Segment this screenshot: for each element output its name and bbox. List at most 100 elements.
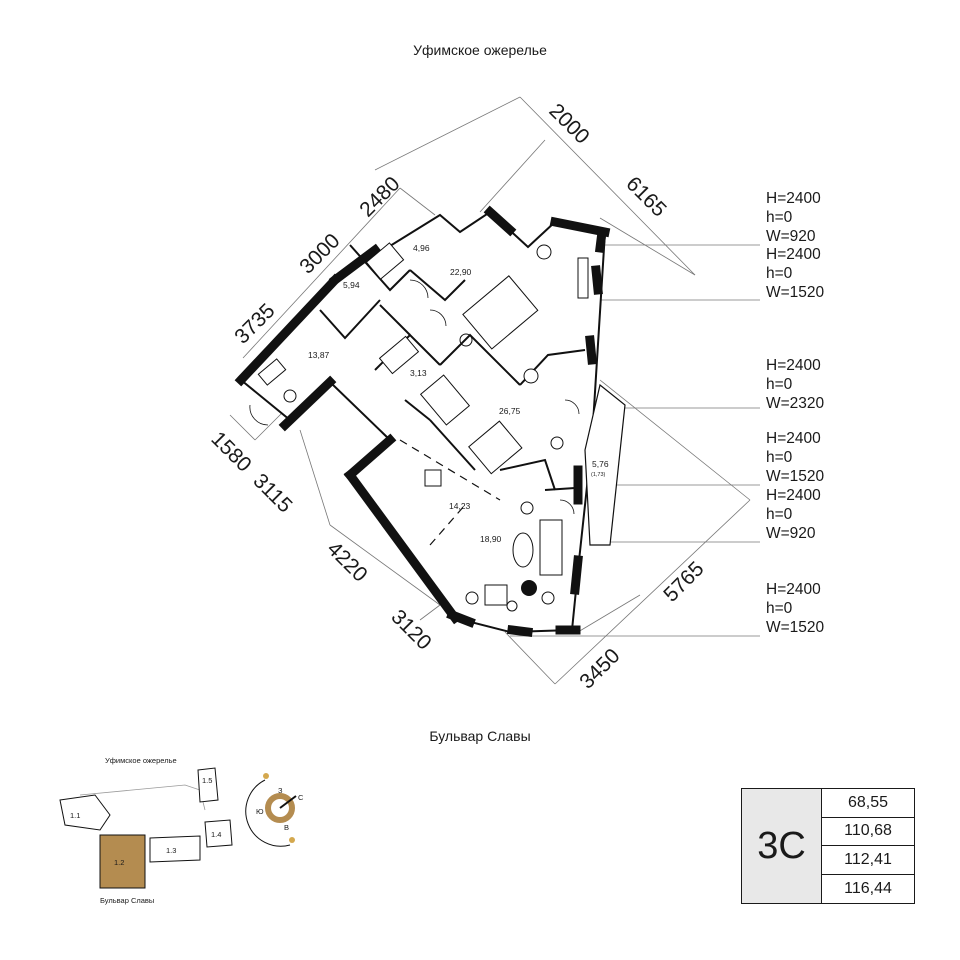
sofa-bed bbox=[468, 420, 523, 475]
window-sill: h=0 bbox=[766, 506, 793, 523]
siteplan-street-top: Уфимское ожерелье bbox=[105, 756, 177, 765]
dim-3120: 3120 bbox=[386, 605, 435, 654]
dim-3000: 3000 bbox=[295, 229, 344, 278]
compass-south: Ю bbox=[256, 807, 264, 816]
bed bbox=[462, 275, 539, 350]
window-width: W=1520 bbox=[766, 619, 825, 636]
sun-path bbox=[245, 779, 291, 847]
compass-icon bbox=[265, 793, 295, 823]
window-height: H=2400 bbox=[766, 430, 821, 447]
room-labels: 4,96 22,90 5,94 13,87 3,13 26,75 5,76 (1… bbox=[308, 243, 609, 544]
walls bbox=[234, 205, 611, 638]
window-spec-4: H=2400 h=0 W=1520 bbox=[766, 429, 824, 486]
area-total-with-balcony: 116,44 bbox=[844, 880, 892, 898]
coffee-table bbox=[512, 532, 534, 568]
storage-shelves bbox=[378, 335, 420, 375]
dim-3450: 3450 bbox=[575, 644, 624, 693]
window-width: W=920 bbox=[766, 228, 816, 245]
dim-4220: 4220 bbox=[322, 537, 371, 586]
building-label: 1.2 bbox=[114, 858, 124, 867]
furniture bbox=[257, 242, 589, 612]
plant-icon bbox=[465, 591, 479, 605]
window-spec-5: H=2400 h=0 W=920 bbox=[766, 486, 821, 543]
window-sill: h=0 bbox=[766, 449, 793, 466]
room-area-kitchen: 14,23 bbox=[449, 501, 471, 511]
sun-icon bbox=[263, 773, 269, 779]
armchair bbox=[419, 374, 471, 426]
window-spec-1: H=2400 h=0 W=920 bbox=[766, 189, 821, 246]
desk bbox=[577, 257, 589, 299]
building-label: 1.1 bbox=[70, 811, 80, 820]
room-area-balcony: 5,76 bbox=[592, 459, 609, 469]
apartment-type: 3С bbox=[742, 789, 822, 903]
room-area-lounge: 18,90 bbox=[480, 534, 502, 544]
round-mat bbox=[283, 389, 297, 403]
dim-6165: 6165 bbox=[621, 172, 670, 221]
room-area-bathroom-1: 4,96 bbox=[413, 243, 430, 253]
zone-divider bbox=[399, 439, 501, 501]
zone-divider-2 bbox=[429, 504, 466, 546]
room-area-living-room: 26,75 bbox=[499, 406, 521, 416]
compass-west: З bbox=[278, 786, 283, 795]
plants bbox=[459, 333, 534, 605]
building-1-5 bbox=[197, 767, 219, 803]
apartment-area-table: 3С 68,55 110,68 112,41 116,44 bbox=[741, 788, 915, 904]
balcony bbox=[584, 383, 626, 546]
building-1-3 bbox=[149, 835, 201, 863]
round-chair-2 bbox=[523, 368, 539, 384]
compass-needle bbox=[279, 795, 297, 809]
street-top-label: Уфимское ожерелье bbox=[413, 42, 547, 58]
window-width: W=920 bbox=[766, 525, 816, 542]
building-label: 1.3 bbox=[166, 846, 176, 855]
window-spec-6: H=2400 h=0 W=1520 bbox=[766, 580, 824, 637]
sun-icon bbox=[289, 837, 295, 843]
building-label: 1.4 bbox=[211, 830, 221, 839]
dim-3115: 3115 bbox=[248, 469, 296, 517]
window-width: W=2320 bbox=[766, 395, 825, 412]
room-area-bedroom: 22,90 bbox=[450, 267, 472, 277]
window-sill: h=0 bbox=[766, 376, 793, 393]
window-spec-3: H=2400 h=0 W=2320 bbox=[766, 356, 824, 413]
building-1-2 bbox=[99, 834, 146, 889]
dim-5765: 5765 bbox=[659, 557, 708, 606]
room-area-hall: 13,87 bbox=[308, 350, 330, 360]
window-sill: h=0 bbox=[766, 209, 793, 226]
room-area-bathroom-2: 5,94 bbox=[343, 280, 360, 290]
room-area-storage: 3,13 bbox=[410, 368, 427, 378]
sofa bbox=[539, 519, 563, 576]
compass-north: С bbox=[298, 793, 304, 802]
window-height: H=2400 bbox=[766, 190, 821, 207]
window-width: W=1520 bbox=[766, 284, 825, 301]
plant-icon bbox=[520, 501, 534, 515]
window-height: H=2400 bbox=[766, 581, 821, 598]
round-chair-5 bbox=[506, 600, 518, 612]
building-1-4 bbox=[204, 819, 233, 848]
dim-1580: 1580 bbox=[206, 427, 255, 476]
area-total: 110,68 bbox=[822, 818, 914, 847]
round-chair bbox=[536, 244, 552, 260]
armchair-2 bbox=[484, 584, 508, 606]
building-1-1 bbox=[59, 794, 111, 831]
window-sill: h=0 bbox=[766, 600, 793, 617]
round-chair-3 bbox=[550, 436, 564, 450]
column bbox=[521, 580, 537, 596]
window-height: H=2400 bbox=[766, 357, 821, 374]
window-width: W=1520 bbox=[766, 468, 825, 485]
window-sill: h=0 bbox=[766, 265, 793, 282]
dim-2000: 2000 bbox=[544, 99, 593, 148]
window-height: H=2400 bbox=[766, 246, 821, 263]
window-height: H=2400 bbox=[766, 487, 821, 504]
room-area-balcony-reduced: (1,73) bbox=[591, 472, 606, 478]
street-bottom-label: Бульвар Славы bbox=[429, 728, 531, 744]
plant-icon bbox=[459, 333, 473, 347]
site-plan: Уфимское ожерелье Бульвар Славы 1.1 1.2 … bbox=[59, 756, 304, 905]
dining-table bbox=[424, 469, 442, 487]
area-total-with-balcony-reduced: 112,41 bbox=[822, 846, 914, 875]
dim-2480: 2480 bbox=[355, 172, 404, 221]
wardrobe bbox=[257, 358, 287, 386]
compass-east: В bbox=[284, 823, 289, 832]
door-swings bbox=[249, 279, 580, 515]
bathtub bbox=[365, 242, 405, 280]
building-label: 1.5 bbox=[202, 776, 212, 785]
